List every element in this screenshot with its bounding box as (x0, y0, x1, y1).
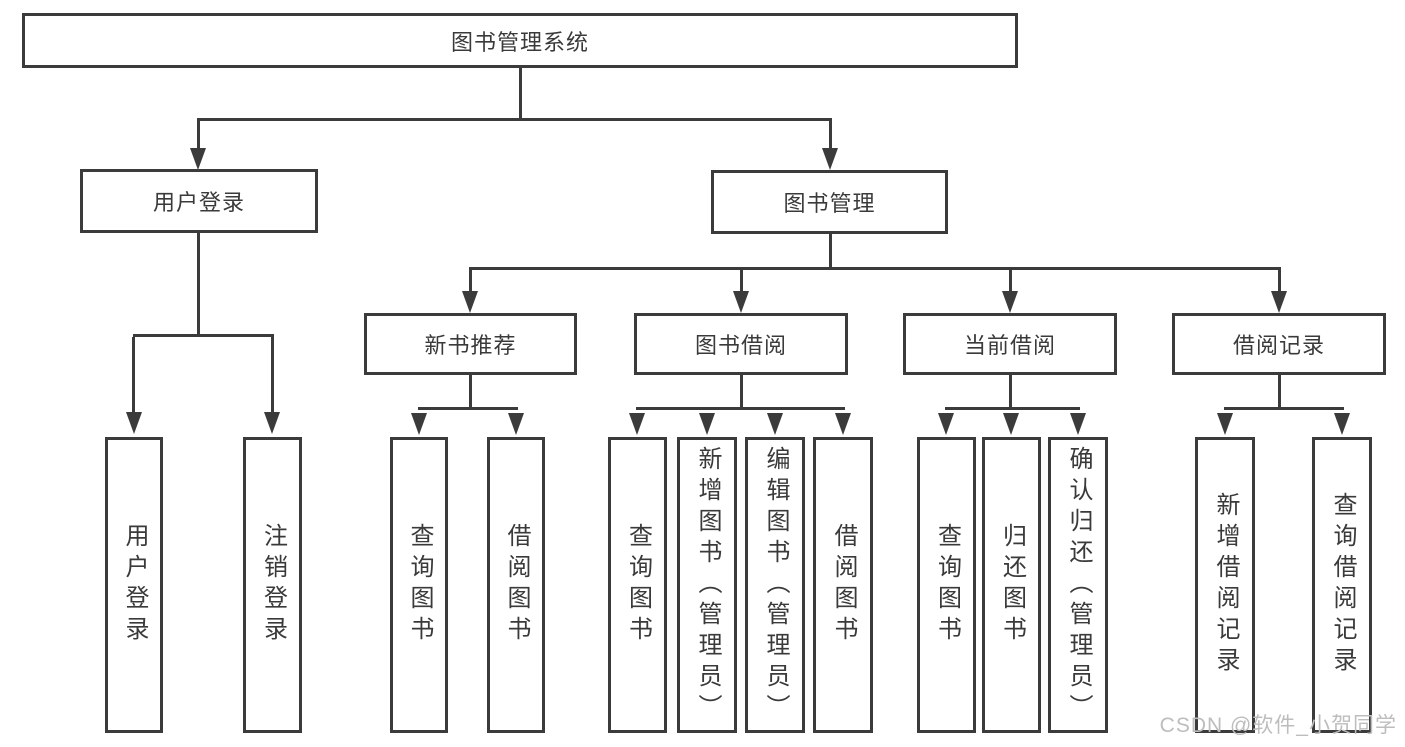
arrowhead-down-icon (938, 413, 954, 435)
connector-line (740, 270, 743, 292)
node-book-borrowing: 图书借阅 (634, 313, 848, 375)
connector-line (829, 234, 832, 269)
arrowhead-down-icon (264, 412, 280, 434)
connector-line (469, 375, 472, 409)
arrowhead-down-icon (767, 413, 783, 435)
connector-line (132, 337, 135, 414)
connector-line (945, 407, 1080, 410)
arrowhead-down-icon (1003, 413, 1019, 435)
leaf-user-login: 用户登录 (105, 437, 163, 733)
node-current-borrowing: 当前借阅 (903, 313, 1117, 375)
leaf-logout: 注销登录 (243, 437, 302, 733)
arrowhead-down-icon (733, 291, 749, 313)
csdn-watermark: CSDN @软件_小贺同学 (1159, 714, 1397, 737)
node-library-management-system: 图书管理系统 (22, 13, 1018, 68)
connector-line (1009, 375, 1012, 409)
leaf-recommend-borrow-books: 借阅图书 (487, 437, 545, 733)
connector-line (197, 118, 832, 121)
arrowhead-down-icon (1002, 291, 1018, 313)
arrowhead-down-icon (629, 413, 645, 435)
connector-line (1278, 375, 1281, 409)
leaf-records-query-borrow-record: 查询借阅记录 (1312, 437, 1372, 733)
connector-line (197, 121, 200, 151)
arrowhead-down-icon (1271, 291, 1287, 313)
arrowhead-down-icon (699, 413, 715, 435)
leaf-current-query-books: 查询图书 (917, 437, 976, 733)
node-book-management: 图书管理 (711, 170, 948, 234)
leaf-borrow-borrow-books: 借阅图书 (813, 437, 873, 733)
connector-line (636, 407, 845, 410)
arrowhead-down-icon (835, 413, 851, 435)
leaf-current-return-books: 归还图书 (982, 437, 1041, 733)
arrowhead-down-icon (462, 291, 478, 313)
connector-line (740, 375, 743, 409)
connector-line (1278, 270, 1281, 292)
leaf-borrow-edit-books-admin: 编辑图书（管理员） (745, 437, 805, 733)
node-new-book-recommendation: 新书推荐 (364, 313, 577, 375)
leaf-borrow-query-books: 查询图书 (608, 437, 667, 733)
connector-line (469, 270, 472, 292)
arrowhead-down-icon (822, 148, 838, 170)
leaf-records-add-borrow-record: 新增借阅记录 (1195, 437, 1255, 733)
node-borrowing-records: 借阅记录 (1172, 313, 1386, 375)
connector-line (519, 68, 522, 120)
connector-line (271, 337, 274, 414)
arrowhead-down-icon (508, 413, 524, 435)
leaf-borrow-add-books-admin: 新增图书（管理员） (677, 437, 737, 733)
connector-line (829, 121, 832, 151)
connector-line (1009, 270, 1012, 292)
arrowhead-down-icon (1217, 413, 1233, 435)
leaf-current-confirm-return-admin: 确认归还（管理员） (1048, 437, 1108, 733)
arrowhead-down-icon (190, 148, 206, 170)
connector-line (469, 267, 1281, 270)
connector-line (197, 233, 200, 336)
arrowhead-down-icon (411, 413, 427, 435)
arrowhead-down-icon (1070, 413, 1086, 435)
connector-line (133, 334, 274, 337)
connector-line (418, 407, 518, 410)
leaf-recommend-query-books: 查询图书 (390, 437, 448, 733)
arrowhead-down-icon (1334, 413, 1350, 435)
arrowhead-down-icon (126, 412, 142, 434)
node-user-login: 用户登录 (80, 169, 318, 233)
connector-line (1224, 407, 1344, 410)
